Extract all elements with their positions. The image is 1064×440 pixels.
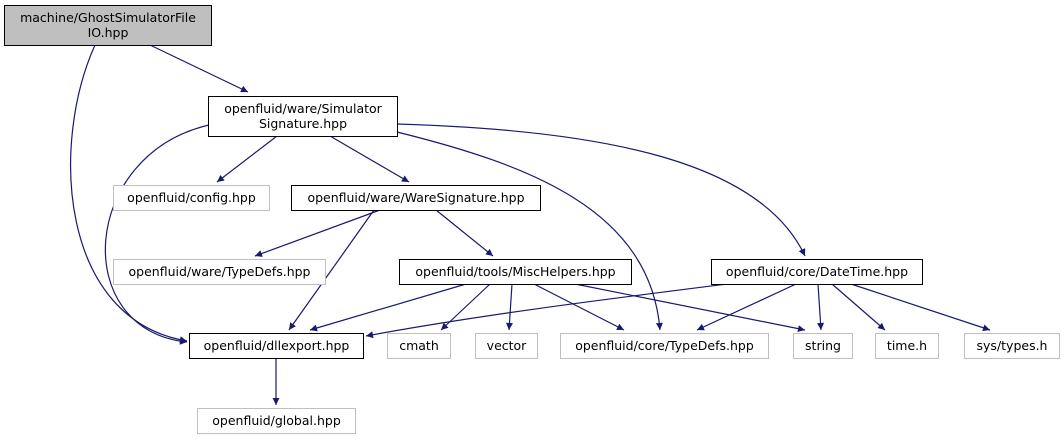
- node-label: openfluid/global.hpp: [212, 413, 341, 428]
- node-label: openfluid/config.hpp: [127, 190, 256, 205]
- node-config: openfluid/config.hpp: [113, 185, 270, 211]
- edge-datetime-to-string: [817, 283, 825, 331]
- node-label: openfluid/ware/WareSignature.hpp: [307, 190, 524, 205]
- node-label: vector: [487, 338, 528, 353]
- edge-mischelpers-to-dllexport: [309, 283, 467, 332]
- node-label: openfluid/ware/TypeDefs.hpp: [129, 264, 311, 279]
- node-systypes: sys/types.h: [964, 333, 1060, 359]
- node-box: [475, 333, 538, 359]
- edges-layer: [70, 44, 991, 405]
- node-label: openfluid/dllexport.hpp: [204, 338, 350, 353]
- edge-mischelpers-to-vector: [505, 283, 513, 331]
- node-box: [560, 333, 769, 359]
- node-box: [399, 259, 632, 285]
- edge-datetime-to-coretypedefs: [696, 283, 797, 331]
- node-label: sys/types.h: [977, 338, 1048, 353]
- node-box: [793, 333, 853, 359]
- edge-simsig-to-waresig: [329, 135, 410, 183]
- node-label: machine/GhostSimulatorFile: [20, 10, 196, 25]
- node-box: [387, 333, 451, 359]
- node-box: [875, 333, 939, 359]
- node-label: Signature.hpp: [259, 116, 347, 131]
- node-label: openfluid/tools/MiscHelpers.hpp: [415, 264, 615, 279]
- node-cmath: cmath: [387, 333, 451, 359]
- edge-mischelpers-to-coretypedefs: [533, 283, 625, 331]
- node-box: [711, 259, 923, 285]
- node-label: string: [805, 338, 841, 353]
- node-label: openfluid/ware/Simulator: [224, 101, 382, 116]
- node-datetime[interactable]: openfluid/core/DateTime.hpp: [711, 259, 923, 285]
- node-label: time.h: [887, 338, 927, 353]
- edge-mischelpers-to-string: [574, 283, 806, 333]
- edge-simsig-to-coretypedefs: [396, 131, 663, 331]
- node-box: [189, 333, 364, 359]
- node-waretypedefs: openfluid/ware/TypeDefs.hpp: [113, 259, 326, 285]
- node-box: [4, 5, 212, 46]
- node-coretypedefs: openfluid/core/TypeDefs.hpp: [560, 333, 769, 359]
- edge-simsig-to-datetime: [396, 123, 806, 257]
- node-label: openfluid/core/DateTime.hpp: [726, 264, 908, 279]
- node-box: [113, 185, 270, 211]
- edge-datetime-to-timeh: [831, 283, 886, 331]
- edge-ghost-to-simsig: [149, 44, 249, 93]
- edge-datetime-to-systypes: [850, 283, 991, 332]
- node-label: IO.hpp: [88, 25, 129, 40]
- node-timeh: time.h: [875, 333, 939, 359]
- edge-ghost-to-dllexport: [70, 44, 188, 344]
- edge-simsig-to-config: [216, 135, 278, 183]
- edge-waresig-to-waretypedefs: [254, 209, 381, 257]
- node-box: [113, 259, 326, 285]
- edge-waresig-to-mischelpers: [435, 209, 494, 257]
- node-waresig[interactable]: openfluid/ware/WareSignature.hpp: [291, 185, 541, 211]
- node-box: [208, 96, 398, 137]
- node-label: openfluid/core/TypeDefs.hpp: [575, 338, 754, 353]
- node-label: cmath: [399, 338, 439, 353]
- edge-mischelpers-to-cmath: [440, 283, 491, 331]
- node-mischelpers[interactable]: openfluid/tools/MiscHelpers.hpp: [399, 259, 632, 285]
- node-global: openfluid/global.hpp: [197, 408, 356, 434]
- node-box: [197, 408, 356, 434]
- edge-waresig-to-dllexport: [288, 209, 375, 331]
- node-box: [291, 185, 541, 211]
- node-string: string: [793, 333, 853, 359]
- node-dllexport[interactable]: openfluid/dllexport.hpp: [189, 333, 364, 359]
- edge-simsig-to-dllexport: [104, 124, 210, 345]
- node-vector: vector: [475, 333, 538, 359]
- edge-datetime-to-dllexport: [365, 283, 728, 339]
- node-box: [964, 333, 1060, 359]
